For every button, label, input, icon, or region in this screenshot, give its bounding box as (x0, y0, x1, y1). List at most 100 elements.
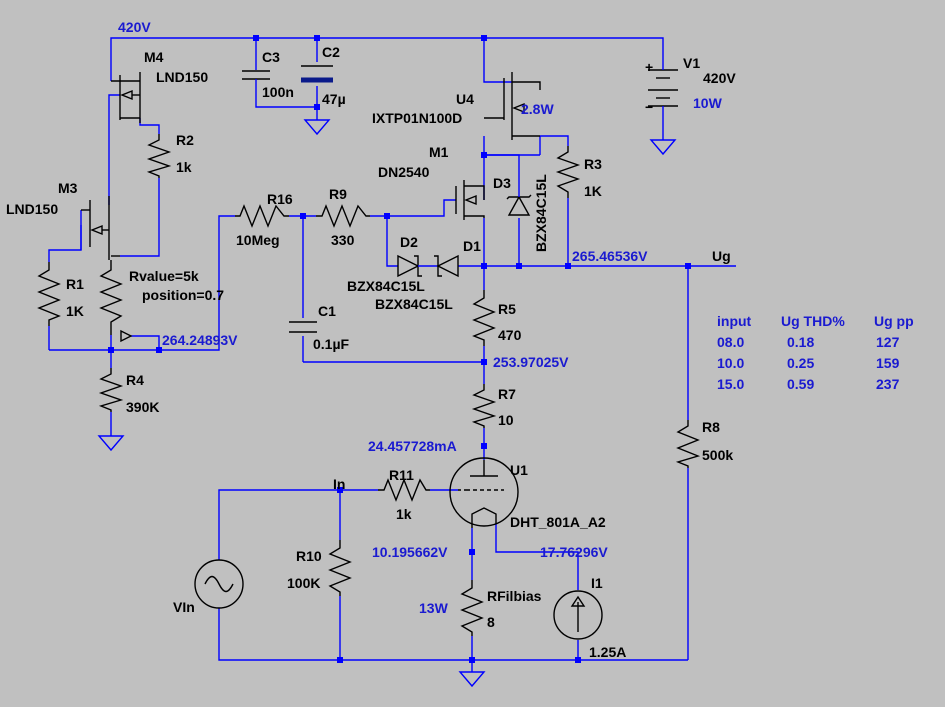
labels: 420V M4 LND150 C3 100n C2 47µ V1 420V 10… (6, 19, 736, 660)
m4-part: LND150 (156, 69, 208, 85)
c3-ref: C3 (262, 49, 280, 65)
current-source-i1 (553, 590, 603, 640)
r4-value: 390K (126, 399, 159, 415)
r16-value: 10Meg (236, 232, 280, 248)
resistor-r11 (378, 478, 430, 502)
vin-ref: VIn (173, 599, 195, 615)
table-row-2-pp: 159 (876, 355, 900, 371)
resistor-r3 (555, 146, 581, 198)
r3-ref: R3 (584, 156, 602, 172)
plate-current: 24.457728mA (368, 438, 457, 454)
thd-table: input Ug THD% Ug pp 08.0 0.18 127 10.0 0… (717, 313, 914, 392)
d2-ref: D2 (400, 234, 418, 250)
resistor-r4 (98, 368, 124, 412)
r5-voltage: 253.97025V (493, 354, 569, 370)
resistor-r9 (316, 204, 370, 228)
mosfet-u4 (484, 72, 541, 140)
zener-d3 (506, 183, 532, 216)
c1-ref: C1 (318, 303, 336, 319)
resistor-r7 (471, 384, 497, 428)
resistor-r10 (328, 540, 352, 596)
r2-ref: R2 (176, 132, 194, 148)
v1-ref: V1 (683, 55, 700, 71)
r11-ref: R11 (389, 467, 414, 483)
r8-value: 500k (702, 447, 733, 463)
resistor-r2 (146, 134, 172, 178)
tube-u1 (449, 457, 519, 528)
in-net-label: In (333, 476, 345, 492)
mosfet-m4 (111, 72, 141, 123)
ground-symbols (97, 119, 677, 688)
v1-polarity: + − (645, 59, 653, 115)
m3-ref: M3 (58, 180, 78, 196)
u4-part: IXTP01N100D (372, 110, 462, 126)
d2-part: BZX84C15L (347, 278, 425, 294)
d3-ref: D3 (493, 175, 511, 191)
potentiometer (99, 255, 133, 343)
v1-value: 420V (703, 70, 736, 86)
d3-part: BZX84C15L (533, 174, 549, 252)
c2-value: 47µ (322, 91, 346, 107)
wires (48, 37, 736, 672)
r11-value: 1k (396, 506, 412, 522)
mosfet-m1 (455, 180, 485, 220)
r1-value: 1K (66, 303, 84, 319)
mosfet-m3 (81, 196, 110, 260)
r8-ref: R8 (702, 419, 720, 435)
fil-left-voltage: 10.195662V (372, 544, 448, 560)
ug-net-label: Ug (712, 248, 731, 264)
r9-value: 330 (331, 232, 355, 248)
capacitor-c2 (301, 65, 333, 83)
pot-position: position=0.7 (142, 287, 224, 303)
resistor-rfilbias (460, 580, 484, 636)
r7-value: 10 (498, 412, 514, 428)
rfil-ref: RFilbias (487, 588, 542, 604)
u1-part: DHT_801A_A2 (510, 514, 606, 530)
r1-ref: R1 (66, 276, 84, 292)
u1-ref: U1 (510, 462, 528, 478)
u4-ref: U4 (456, 91, 474, 107)
table-row-3-input: 15.0 (717, 376, 744, 392)
svg-text:+: + (645, 59, 653, 75)
zener-d1 (434, 254, 459, 278)
r4-ref: R4 (126, 372, 144, 388)
table-row-3-thd: 0.59 (787, 376, 814, 392)
r10-value: 100K (287, 575, 320, 591)
voltage-source-v1 (648, 60, 678, 114)
rfil-power: 13W (419, 600, 449, 616)
r3-value: 1K (584, 183, 602, 199)
u4-power: 2.8W (521, 101, 554, 117)
i1-ref: I1 (591, 575, 603, 591)
capacitor-c3 (242, 70, 270, 90)
table-header-pp: Ug pp (874, 313, 914, 329)
junction-dots (108, 35, 691, 663)
table-header-input: input (717, 313, 752, 329)
i1-value: 1.25A (589, 644, 626, 660)
d1-ref: D1 (463, 238, 481, 254)
r2-value: 1k (176, 159, 192, 175)
rfil-value: 8 (487, 614, 495, 630)
svg-text:−: − (645, 99, 653, 115)
table-header-thd: Ug THD% (781, 313, 845, 329)
m3-part: LND150 (6, 201, 58, 217)
resistor-r8 (675, 420, 701, 468)
zener-d2 (397, 254, 438, 278)
table-row-2-input: 10.0 (717, 355, 744, 371)
r7-ref: R7 (498, 386, 516, 402)
pot-rvalue: Rvalue=5k (129, 268, 199, 284)
m1-part: DN2540 (378, 164, 430, 180)
table-row-2-thd: 0.25 (787, 355, 814, 371)
table-row-1-thd: 0.18 (787, 334, 814, 350)
r9-ref: R9 (329, 186, 347, 202)
supply-label: 420V (118, 19, 151, 35)
r5-ref: R5 (498, 301, 516, 317)
capacitor-c1 (289, 321, 317, 333)
fil-right-voltage: 17.76296V (540, 544, 608, 560)
d1-part: BZX84C15L (375, 296, 453, 312)
v1-power: 10W (693, 95, 723, 111)
r16-ref: R16 (267, 191, 293, 207)
c1-value: 0.1µF (313, 336, 350, 352)
r10-ref: R10 (296, 548, 322, 564)
resistor-r1 (37, 262, 61, 326)
